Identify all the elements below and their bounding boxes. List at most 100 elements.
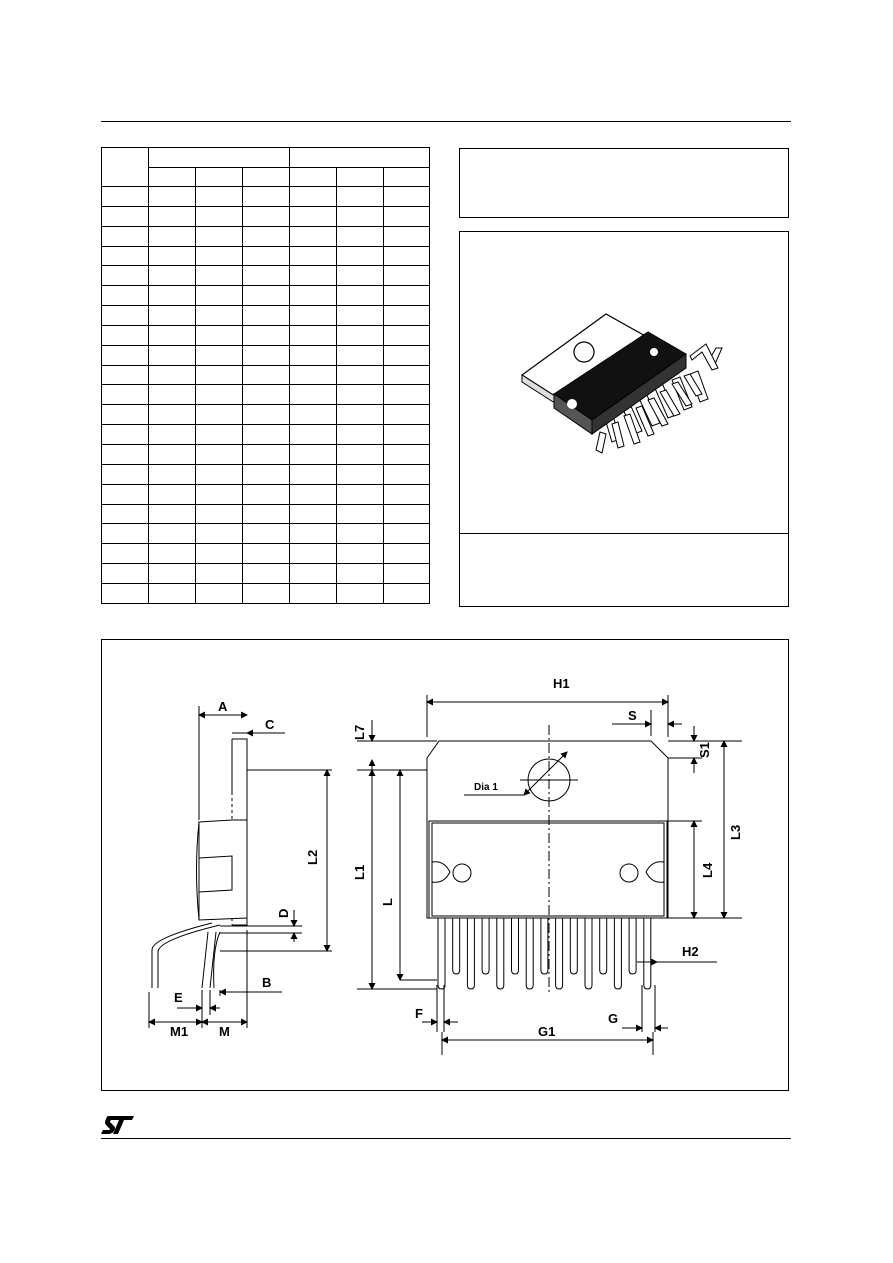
dim-label-L: L [380,898,395,906]
table-cell [241,167,291,187]
table-cell [241,523,291,545]
table-cell [101,384,149,406]
table-cell [383,404,431,426]
table-cell [336,404,385,426]
table-row [101,384,431,406]
table-row [101,543,431,565]
table-cell [148,463,196,485]
table-cell [383,324,431,346]
package-lead [599,918,608,975]
table-cell [383,344,431,366]
table-cell [195,167,243,187]
dim-label-C: C [265,717,275,732]
table-cell [241,563,291,584]
table-cell [336,582,385,604]
table-cell [195,503,243,525]
table-row [101,443,431,465]
table-row [101,265,431,287]
table-cell [101,503,149,525]
table-cell [383,364,431,386]
table-cell [148,404,196,426]
table-cell [195,404,243,426]
table-cell [241,225,291,247]
dim-label-H2: H2 [682,944,699,959]
table-cell [101,563,149,584]
table-cell [101,265,149,287]
dim-label-F: F [415,1006,423,1021]
dim-label-L7: L7 [352,725,367,740]
table-cell [195,285,243,307]
table-cell [148,364,196,386]
table-cell [241,265,291,287]
table-cell [383,167,431,187]
table-cell [101,324,149,346]
table-cell [148,305,196,326]
table-cell [383,285,431,307]
table-cell [195,443,243,465]
table-cell [289,582,338,604]
table-cell [289,523,338,545]
table-cell [241,543,291,565]
table-cell [101,543,149,565]
table-cell [336,324,385,346]
table-cell [148,344,196,366]
table-cell [383,245,431,267]
table-cell [336,205,385,227]
table-cell [289,483,338,505]
dim-label-M: M [219,1024,230,1039]
dim-label-L3: L3 [728,825,743,840]
table-cell [195,582,243,604]
table-cell [289,364,338,386]
table-cell [383,503,431,525]
table-cell [195,265,243,287]
table-cell [336,543,385,565]
package-lead [555,918,564,990]
table-cell [148,265,196,287]
package-lead [584,918,593,990]
table-cell [195,344,243,366]
table-cell [195,424,243,445]
dim-label-A: A [218,699,228,714]
table-cell [101,443,149,465]
table-cell [101,523,149,545]
package-lead [496,918,505,990]
package-outline-drawing-box: A C L2 D B E M1 M H1 S S1 L7 L3 L1 L L4 … [101,639,789,1091]
package-lead [628,918,637,975]
table-cell [383,186,431,207]
table-cell [148,563,196,584]
package-lead [540,918,549,975]
table-cell [241,404,291,426]
table-cell [101,404,149,426]
table-cell [289,225,338,247]
table-cell [147,147,291,168]
table-cell [289,324,338,346]
table-cell [383,384,431,406]
table-cell [336,186,385,207]
table-row [101,523,431,545]
table-cell [195,543,243,565]
table-cell [289,186,338,207]
table-cell [241,384,291,406]
table-cell [101,344,149,366]
table-cell [148,285,196,307]
table-cell [336,364,385,386]
table-cell [336,305,385,326]
table-row [101,404,431,426]
table-cell [383,463,431,485]
table-row [101,582,431,604]
table-cell [101,245,149,267]
table-cell [241,285,291,307]
package-lead [437,918,446,990]
package-lead [613,918,622,990]
dim-label-S1: S1 [697,742,712,758]
table-cell [336,503,385,525]
table-cell [195,384,243,406]
table-cell [383,424,431,445]
dim-label-L2: L2 [305,850,320,865]
table-cell [101,582,149,604]
table-header-row [102,167,431,187]
picture-caption-divider [460,533,788,534]
package-picture-box [459,231,789,607]
table-row [101,205,431,227]
table-row [101,324,431,346]
